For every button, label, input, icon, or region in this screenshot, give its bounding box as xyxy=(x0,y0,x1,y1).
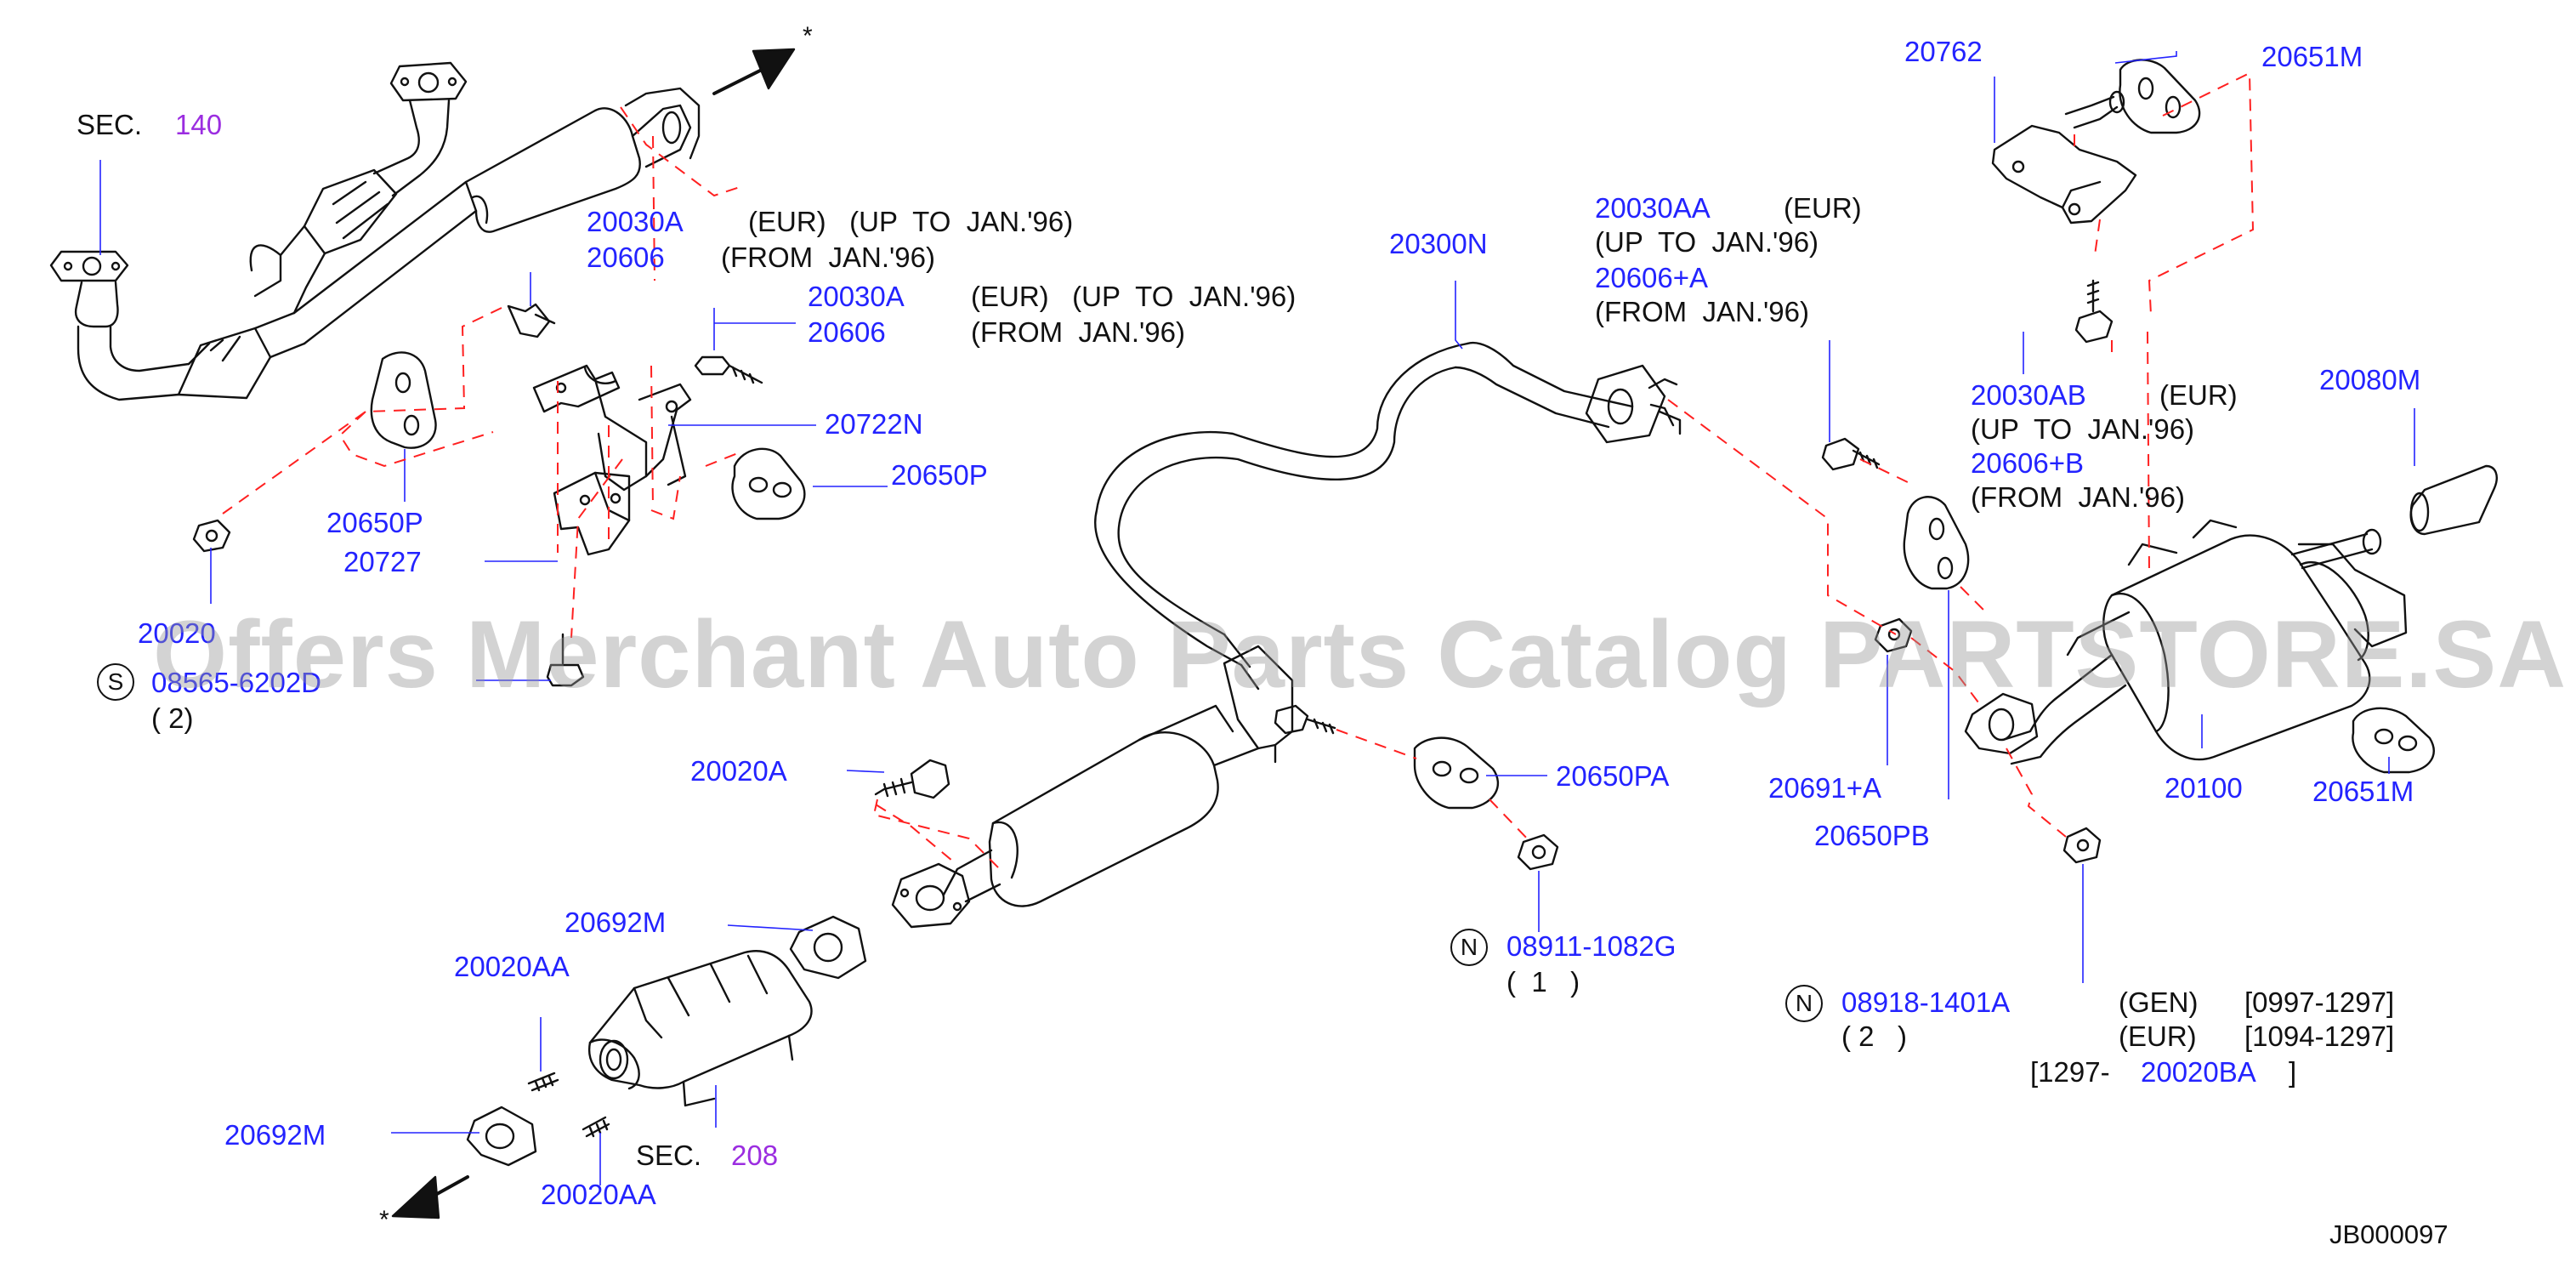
part-20030AB-label[interactable]: 20030AB xyxy=(1971,379,2086,411)
part-20030A-note-1: (EUR) (UP TO JAN.'96) xyxy=(748,206,1074,237)
rubber-hanger-20651M-bottom xyxy=(2352,707,2435,774)
bolt-20030AA xyxy=(1821,437,1881,471)
bolt-20020A xyxy=(874,759,950,799)
nut-08918 xyxy=(2063,827,2102,864)
part-20606-note-2: (FROM JAN.'96) xyxy=(971,316,1185,348)
part-20300N-label[interactable]: 20300N xyxy=(1389,228,1488,259)
alignment-dashes xyxy=(222,71,2255,873)
part-20020AA-label-upper[interactable]: 20020AA xyxy=(454,951,570,982)
part-20606-note-1: (FROM JAN.'96) xyxy=(721,242,935,273)
stud-20020AA-lower xyxy=(582,1116,610,1138)
gasket-20692M-upper xyxy=(789,915,867,980)
direction-arrow-lower xyxy=(391,1175,440,1219)
part-08918-1401A-label[interactable]: 08918-1401A xyxy=(1841,986,2011,1018)
part-20606B-label[interactable]: 20606+B xyxy=(1971,447,2085,479)
s-symbol: S xyxy=(97,663,134,701)
part-08911-1082G-label[interactable]: 08911-1082G xyxy=(1506,930,1677,962)
part-20030AB-note-2: (UP TO JAN.'96) xyxy=(1971,413,2195,445)
watermark: Offers Merchant Auto Parts Catalog PARTS… xyxy=(153,601,2567,708)
part-08918-eur-range: [1094-1297] xyxy=(2244,1020,2395,1052)
rear-muffler-20100 xyxy=(1964,519,2408,765)
part-08918-alt-close: ] xyxy=(2289,1056,2297,1088)
part-20692M-label-lower[interactable]: 20692M xyxy=(224,1119,326,1151)
section-ref-prefix-208: SEC. xyxy=(636,1140,702,1171)
resonator-muffler xyxy=(891,704,1260,929)
part-20030A-label-2[interactable]: 20030A xyxy=(808,281,905,312)
center-pipe-20300N xyxy=(1094,341,1682,764)
part-20651M-label-top[interactable]: 20651M xyxy=(2261,41,2363,72)
part-08918-eur: (EUR) xyxy=(2119,1020,2197,1052)
bolt-center xyxy=(1274,704,1336,735)
part-20650PA-label[interactable]: 20650PA xyxy=(1556,760,1670,792)
part-20606A-note: (FROM JAN.'96) xyxy=(1595,296,1809,327)
part-20020-label[interactable]: 20020 xyxy=(138,617,216,649)
section-ref-208[interactable]: 208 xyxy=(731,1140,779,1171)
stud-20020AA-upper xyxy=(527,1072,559,1092)
rubber-hanger-20650PB xyxy=(1903,496,1970,590)
part-20030AA-note-2: (UP TO JAN.'96) xyxy=(1595,226,1819,258)
nut-20691A xyxy=(1874,617,1913,653)
part-20030AB-note-1: (EUR) xyxy=(2159,379,2238,411)
front-tube-assembly xyxy=(49,61,701,401)
part-20080M-label[interactable]: 20080M xyxy=(2319,364,2421,395)
part-08918-1401A-qty: ( 2 ) xyxy=(1841,1020,1908,1052)
nut-08911 xyxy=(1517,833,1559,871)
arrow-note-upper: * xyxy=(803,22,813,50)
part-20691A-label[interactable]: 20691+A xyxy=(1768,772,1882,804)
part-20650P-label-b[interactable]: 20650P xyxy=(891,459,988,491)
catalytic-converter-208 xyxy=(587,950,813,1107)
part-08918-gen: (GEN) xyxy=(2119,986,2199,1018)
direction-arrow-upper xyxy=(752,48,796,90)
part-20020A-label[interactable]: 20020A xyxy=(690,755,787,787)
bracket-group-left xyxy=(507,303,763,687)
part-08918-alt-open: [1297- xyxy=(2030,1056,2110,1088)
arrow-note-lower: * xyxy=(379,1206,389,1234)
part-20606-label-2[interactable]: 20606 xyxy=(808,316,886,348)
part-08918-gen-range: [0997-1297] xyxy=(2244,986,2395,1018)
part-20727-label[interactable]: 20727 xyxy=(343,546,422,577)
rubber-hanger-20650P-a xyxy=(370,351,437,449)
rubber-hanger-20650PA xyxy=(1413,736,1499,810)
part-20650P-label-a[interactable]: 20650P xyxy=(326,507,423,538)
part-20650PB-label[interactable]: 20650PB xyxy=(1814,820,1930,851)
part-20030A-label-1[interactable]: 20030A xyxy=(587,206,684,237)
rubber-hanger-20650P-b xyxy=(731,447,806,520)
n-symbol-1: N xyxy=(1450,929,1488,966)
diagram-id: JB000097 xyxy=(2329,1219,2448,1249)
part-20651M-label-bottom[interactable]: 20651M xyxy=(2312,776,2414,807)
rubber-hanger-20651M-top xyxy=(2119,59,2201,134)
tail-finisher-20080M xyxy=(2409,464,2498,536)
part-20606B-note: (FROM JAN.'96) xyxy=(1971,481,2185,513)
part-20030AA-label[interactable]: 20030AA xyxy=(1595,192,1711,224)
nut-20020-left xyxy=(192,519,231,553)
part-20020AA-label-lower[interactable]: 20020AA xyxy=(541,1179,656,1210)
gasket-20692M-lower xyxy=(466,1106,537,1167)
section-ref-prefix-140: SEC. xyxy=(77,109,143,140)
part-20722N-label[interactable]: 20722N xyxy=(825,408,923,440)
part-20030AA-note-1: (EUR) xyxy=(1784,192,1862,224)
part-20692M-label-upper[interactable]: 20692M xyxy=(565,907,667,938)
part-20100-label[interactable]: 20100 xyxy=(2165,772,2243,804)
part-08911-1082G-qty: ( 1 ) xyxy=(1506,966,1580,998)
part-08565-6202D-label[interactable]: 08565-6202D xyxy=(151,667,321,698)
part-08565-6202D-qty: ( 2) xyxy=(151,702,194,734)
part-20606-label-1[interactable]: 20606 xyxy=(587,242,665,273)
bracket-20762 xyxy=(1991,90,2137,225)
leader-lines xyxy=(99,51,2415,1185)
part-20030A-note-2: (EUR) (UP TO JAN.'96) xyxy=(971,281,1297,312)
n-symbol-2: N xyxy=(1785,985,1823,1022)
part-20762-label[interactable]: 20762 xyxy=(1904,36,1983,67)
part-20020BA-label[interactable]: 20020BA xyxy=(2141,1056,2256,1088)
section-ref-140[interactable]: 140 xyxy=(175,109,223,140)
part-20606A-label[interactable]: 20606+A xyxy=(1595,262,1709,293)
bolt-20030AB xyxy=(2074,279,2114,344)
